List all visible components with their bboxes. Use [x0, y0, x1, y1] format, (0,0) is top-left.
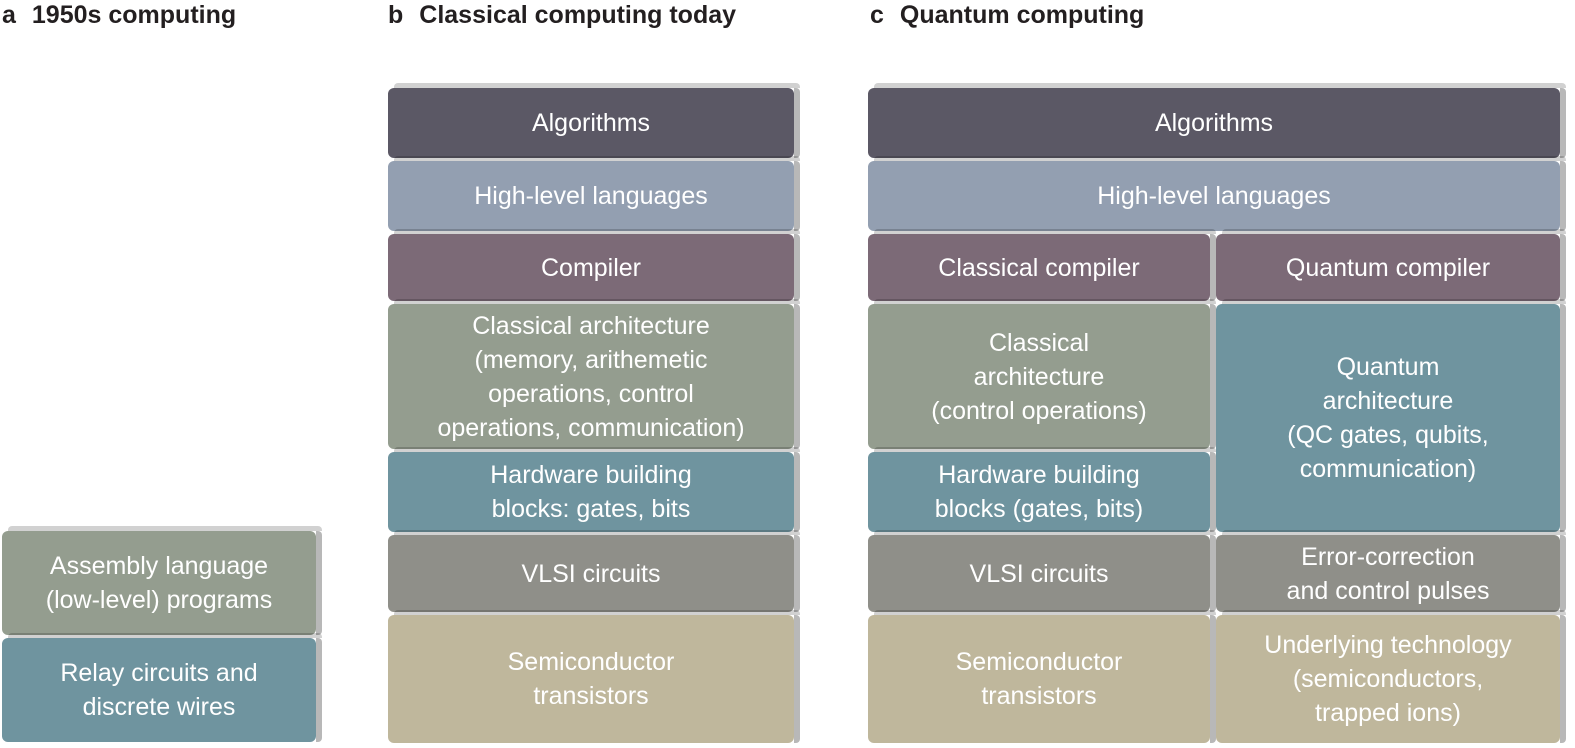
panel-a-title: a 1950s computing [2, 0, 236, 30]
b-classical-architecture-block: Classical architecture (memory, aritheme… [388, 299, 800, 449]
c-underlying-technology-block: Underlying technology (semiconductors, t… [1216, 610, 1566, 743]
panel-a-heading: 1950s computing [31, 1, 237, 29]
b-high-level-languages-block: High-level languages [388, 156, 800, 231]
c-error-correction-block: Error-correction and control pulses [1216, 530, 1566, 612]
c-high-level-languages-block: High-level languages [868, 156, 1566, 231]
a-assembly-language-block: Assembly language (low-level) programs [2, 526, 322, 635]
b-semiconductor-transistors-block: Semiconductor transistors [388, 610, 800, 743]
c-vlsi-circuits-block: VLSI circuits [868, 530, 1216, 612]
b-vlsi-circuits-block: VLSI circuits [388, 530, 800, 612]
c-algorithms-block: Algorithms [868, 83, 1566, 158]
c-quantum-architecture-block: Quantum architecture (QC gates, qubits, … [1216, 299, 1566, 532]
panel-c-title: c Quantum computing [870, 0, 1144, 30]
c-classical-architecture-block: Classical architecture (control operatio… [868, 299, 1216, 449]
panel-c-heading: Quantum computing [899, 1, 1145, 29]
panel-b-letter: b [388, 1, 404, 29]
c-semiconductor-transistors-block: Semiconductor transistors [868, 610, 1216, 743]
panel-a-letter: a [2, 1, 16, 29]
b-compiler-block: Compiler [388, 229, 800, 301]
panel-b-heading: Classical computing today [419, 1, 737, 29]
panel-c-letter: c [870, 1, 884, 29]
b-hardware-building-blocks-block: Hardware building blocks: gates, bits [388, 447, 800, 532]
panel-b-title: b Classical computing today [388, 0, 736, 30]
c-hardware-building-blocks-block: Hardware building blocks (gates, bits) [868, 447, 1216, 532]
c-quantum-compiler-block: Quantum compiler [1216, 229, 1566, 301]
c-classical-compiler-block: Classical compiler [868, 229, 1216, 301]
a-relay-circuits-block: Relay circuits and discrete wires [2, 633, 322, 742]
b-algorithms-block: Algorithms [388, 83, 800, 158]
